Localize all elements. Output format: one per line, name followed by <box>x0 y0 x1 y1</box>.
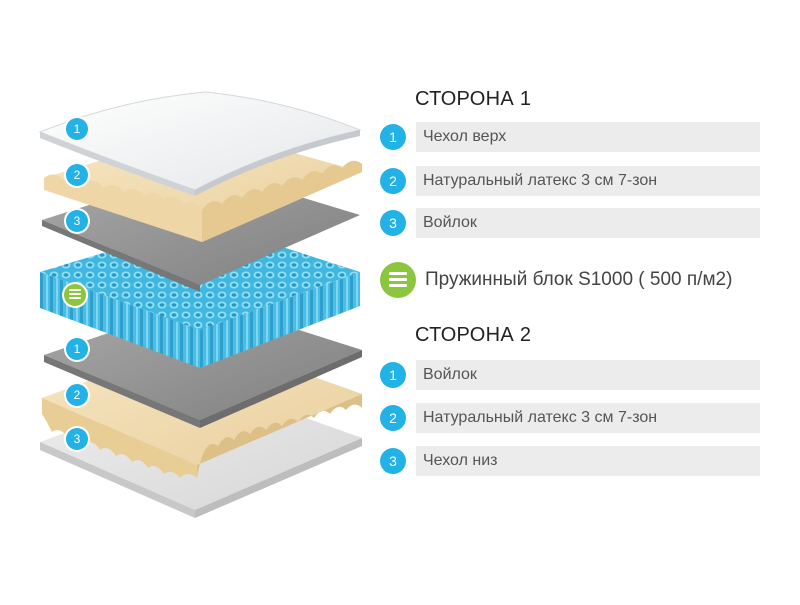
number-badge: 1 <box>380 362 406 388</box>
spring-block-label: Пружинный блок S1000 ( 500 п/м2) <box>425 269 733 290</box>
side-2-item-1: 1 Войлок <box>380 360 760 390</box>
spring-block-item: Пружинный блок S1000 ( 500 п/м2) <box>380 262 760 298</box>
top-cover-layer <box>38 91 362 196</box>
label-bar <box>416 360 760 390</box>
item-label: Войлок <box>423 214 477 231</box>
illustration-badge-bottom-2: 2 <box>66 384 88 406</box>
illustration-badge-top-2: 2 <box>66 164 88 186</box>
item-label: Чехол верх <box>423 128 507 145</box>
illustration-spring-icon <box>64 284 86 306</box>
number-badge: 3 <box>380 210 406 236</box>
label-bar <box>416 403 760 433</box>
illustration-badge-top-3: 3 <box>66 210 88 232</box>
side-1-title: СТОРОНА 1 <box>415 88 532 110</box>
mattress-layers-svg <box>38 91 362 518</box>
illustration-badge-bottom-3: 3 <box>66 428 88 450</box>
label-bar <box>416 208 760 238</box>
side-1-item-3: 3 Войлок <box>380 208 760 238</box>
side-2-item-3: 3 Чехол низ <box>380 446 760 476</box>
number-badge: 3 <box>380 448 406 474</box>
layer-legend: СТОРОНА 1 1 Чехол верх 2 Натуральный лат… <box>380 0 800 600</box>
number-badge: 1 <box>380 124 406 150</box>
illustration-badge-bottom-1: 1 <box>66 338 88 360</box>
item-label: Войлок <box>423 366 477 383</box>
label-bar <box>416 122 760 152</box>
number-badge: 2 <box>380 405 406 431</box>
side-2-item-2: 2 Натуральный латекс 3 см 7-зон <box>380 403 760 433</box>
illustration-badge-top-1: 1 <box>66 118 88 140</box>
side-2-title: СТОРОНА 2 <box>415 324 532 346</box>
item-label: Натуральный латекс 3 см 7-зон <box>423 172 658 189</box>
side-1-item-1: 1 Чехол верх <box>380 122 760 152</box>
side-1-item-2: 2 Натуральный латекс 3 см 7-зон <box>380 166 760 196</box>
number-badge: 2 <box>380 168 406 194</box>
mattress-layers-illustration: 1 2 3 1 2 3 <box>0 0 380 600</box>
item-label: Чехол низ <box>423 452 498 469</box>
label-bar <box>416 166 760 196</box>
label-bar <box>416 446 760 476</box>
item-label: Натуральный латекс 3 см 7-зон <box>423 409 658 426</box>
spring-block-icon <box>380 262 416 298</box>
